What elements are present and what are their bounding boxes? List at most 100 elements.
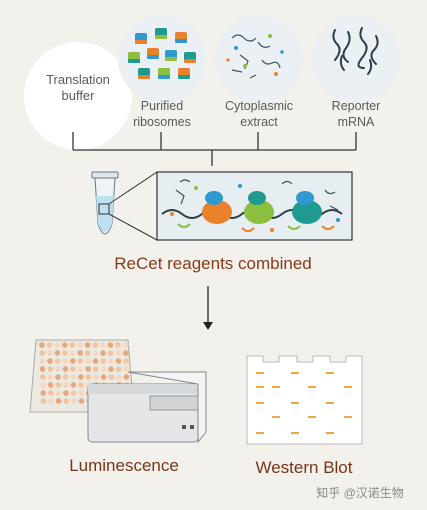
plate-well (70, 390, 77, 396)
blot-band (256, 402, 264, 404)
plate-well (78, 398, 85, 404)
plate-well (123, 374, 130, 380)
plate-well (69, 342, 76, 348)
plate-well (40, 374, 46, 380)
luminometer-icon (87, 371, 207, 444)
plate-well (77, 350, 83, 356)
plate-well (108, 366, 114, 372)
plate-well (78, 390, 84, 396)
plate-well (39, 366, 46, 372)
cytoplasmic-extract-label: Cytoplasmic extract (224, 99, 294, 129)
plate-well (47, 374, 54, 380)
bracket-connectors (72, 132, 357, 166)
plate-well (70, 358, 76, 364)
plate-well (46, 342, 53, 348)
plate-well (39, 358, 46, 364)
blot-band (291, 432, 299, 434)
plate-well (85, 350, 91, 356)
plate-well (54, 342, 60, 348)
plate-well (123, 366, 129, 372)
plate-well (92, 358, 99, 364)
plate-well (71, 398, 77, 404)
plate-well (92, 350, 99, 356)
plate-well (62, 342, 68, 348)
plate-well (40, 390, 46, 396)
ribosome-icons (128, 28, 196, 79)
plate-well (100, 358, 106, 364)
plate-well (70, 374, 76, 380)
reaction-tube-icon (91, 171, 158, 241)
plate-well (63, 398, 69, 404)
plate-well (48, 398, 54, 404)
plate-well (47, 366, 53, 372)
plate-well (85, 358, 91, 364)
plate-well (62, 374, 69, 380)
combined-label: ReCet reagents combined (114, 254, 312, 273)
translation-buffer-label: Translation buffer (46, 72, 110, 103)
plate-well (77, 342, 83, 348)
plate-well (54, 350, 61, 356)
plate-well (55, 366, 61, 372)
plate-well (77, 358, 84, 364)
blot-band (344, 386, 352, 388)
plate-well (85, 374, 92, 380)
blot-band (256, 386, 264, 388)
blot-band (308, 416, 316, 418)
plate-well (77, 366, 84, 372)
blot-band (291, 402, 299, 404)
purified-ribosomes-label: Purified ribosomes (133, 99, 191, 129)
plate-well (100, 366, 107, 372)
plate-well (40, 398, 47, 404)
plate-well (100, 350, 106, 356)
blot-band (308, 386, 316, 388)
plate-well (62, 366, 69, 372)
western-blot-label: Western Blot (255, 458, 353, 477)
plate-well (69, 350, 76, 356)
plate-well (55, 390, 62, 396)
plate-well (55, 382, 61, 388)
blot-band (256, 372, 264, 374)
mrna-icons (332, 27, 379, 75)
plate-well (63, 390, 69, 396)
plate-well (85, 366, 91, 372)
plate-well (107, 342, 114, 348)
blot-band (344, 416, 352, 418)
plate-well (47, 382, 54, 388)
plate-well (107, 350, 114, 356)
blot-band (326, 402, 334, 404)
plate-well (78, 382, 84, 388)
extract-icons (226, 34, 284, 79)
plate-well (115, 342, 121, 348)
plate-well (54, 358, 61, 364)
plate-well (100, 342, 106, 348)
blot-band (326, 432, 334, 434)
western-blot-icon (246, 355, 363, 445)
plate-well (115, 366, 122, 372)
plate-well (100, 374, 107, 380)
plate-well (78, 374, 84, 380)
plate-well (115, 358, 122, 364)
reporter-mrna-label: Reporter mRNA (331, 99, 381, 129)
plate-well (116, 374, 122, 380)
plate-well (40, 382, 46, 388)
plate-well (108, 374, 114, 380)
luminescence-label: Luminescence (69, 456, 179, 475)
down-arrow-icon (203, 286, 213, 330)
blot-band (272, 416, 280, 418)
plate-well (92, 342, 98, 348)
plate-well (62, 350, 68, 356)
plate-well (39, 342, 45, 348)
plate-well (84, 342, 91, 348)
plate-well (55, 374, 61, 380)
plate-well (47, 358, 53, 364)
extract-circle (215, 15, 303, 103)
plate-well (47, 350, 53, 356)
plate-well (108, 358, 114, 364)
blot-bands (256, 372, 352, 434)
plate-well (123, 350, 129, 356)
plate-well (122, 342, 129, 348)
plate-well (123, 358, 129, 364)
plate-well (115, 350, 121, 356)
plate-well (70, 382, 77, 388)
